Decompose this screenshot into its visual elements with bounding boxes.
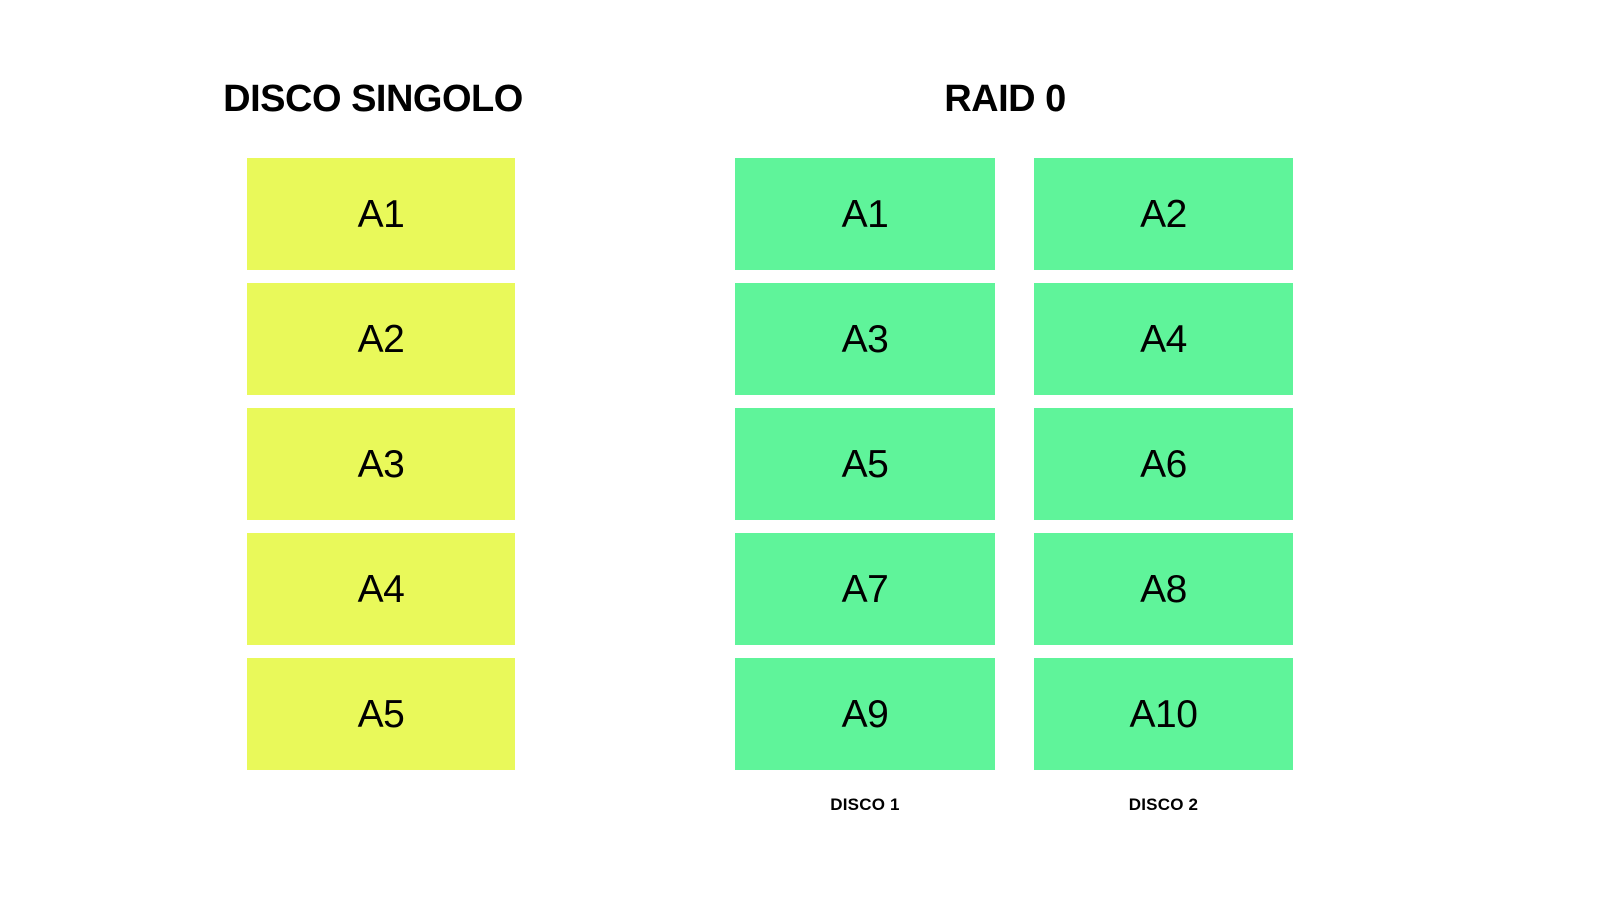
single-disk-column: A1 A2 A3 A4 A5: [247, 158, 515, 770]
data-block: A3: [735, 283, 995, 395]
data-block: A1: [247, 158, 515, 270]
data-block: A2: [1034, 158, 1293, 270]
data-block: A8: [1034, 533, 1293, 645]
section-title-single-disk: DISCO SINGOLO: [223, 78, 523, 120]
data-block: A4: [247, 533, 515, 645]
raid0-disk1-caption: DISCO 1: [830, 795, 900, 814]
data-block: A2: [247, 283, 515, 395]
data-block: A7: [735, 533, 995, 645]
data-block: A5: [247, 658, 515, 770]
raid0-disk2-column: A2 A4 A6 A8 A10: [1034, 158, 1293, 770]
data-block: A10: [1034, 658, 1293, 770]
raid0-disk1-column: A1 A3 A5 A7 A9: [735, 158, 995, 770]
raid0-disk2-caption: DISCO 2: [1128, 795, 1199, 814]
data-block: A6: [1034, 408, 1293, 520]
data-block: A9: [735, 658, 995, 770]
data-block: A4: [1034, 283, 1293, 395]
data-block: A5: [735, 408, 995, 520]
data-block: A1: [735, 158, 995, 270]
section-title-raid0: RAID 0: [944, 78, 1066, 120]
data-block: A3: [247, 408, 515, 520]
